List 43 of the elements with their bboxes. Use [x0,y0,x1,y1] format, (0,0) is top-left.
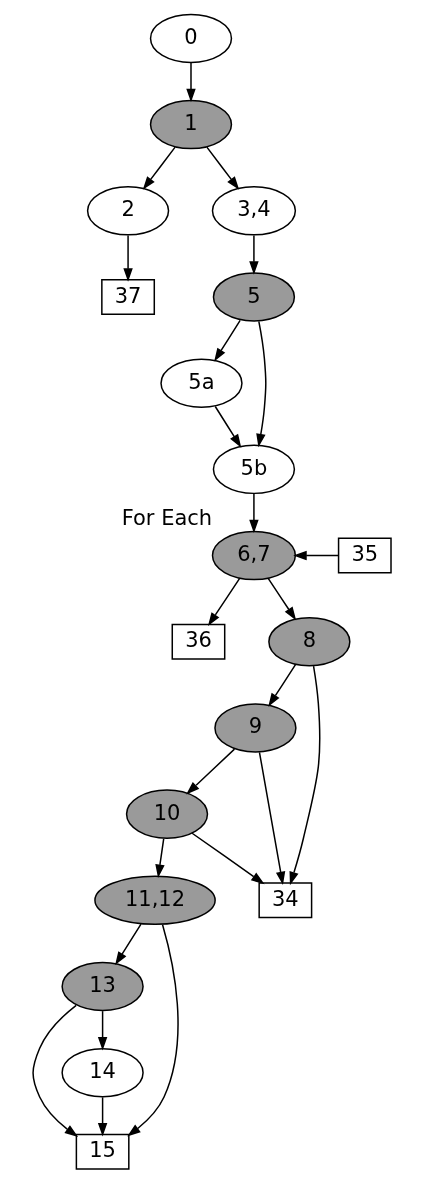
arrow [268,663,297,707]
arrow [289,665,321,886]
arrow [186,62,196,103]
arrow [293,550,339,561]
node-ellipse: 5a [160,358,243,408]
node-ellipse: 1 [149,99,233,150]
arrow [214,405,242,448]
node-ellipse: 14 [61,1047,144,1098]
arrow [97,1096,108,1137]
arrow [207,577,241,627]
node-ellipse: 13 [61,961,144,1012]
node-ellipse: 9 [214,703,297,753]
arrow [32,1004,79,1137]
node-box: 35 [337,537,392,574]
node-ellipse: 6,7 [211,530,297,581]
node-ellipse: 0 [149,13,233,64]
arrow [115,923,142,966]
node-ellipse: 3,4 [211,186,297,236]
arrow [214,319,241,362]
arrow [127,924,179,1137]
arrow [249,234,259,275]
node-box: 36 [171,623,226,660]
node-ellipse: 5b [212,444,296,495]
node-box: 15 [75,1133,130,1170]
node-ellipse: 10 [125,789,209,839]
arrow [267,577,297,621]
node-ellipse: 8 [268,616,351,667]
node-ellipse: 5 [212,272,296,322]
arrow [206,146,240,190]
node-box: 34 [258,882,313,919]
arrow [155,838,165,878]
arrow [191,832,265,885]
node-box: 37 [101,279,156,315]
arrow [97,1010,108,1051]
arrow [258,751,286,886]
arrow [123,234,133,282]
node-ellipse: 11,12 [94,875,216,926]
node-ellipse: 2 [86,186,170,236]
arrow [186,748,236,795]
arrow [249,493,259,534]
node-label: For Each [121,506,213,531]
arrow [256,320,267,448]
arrow [142,146,176,190]
